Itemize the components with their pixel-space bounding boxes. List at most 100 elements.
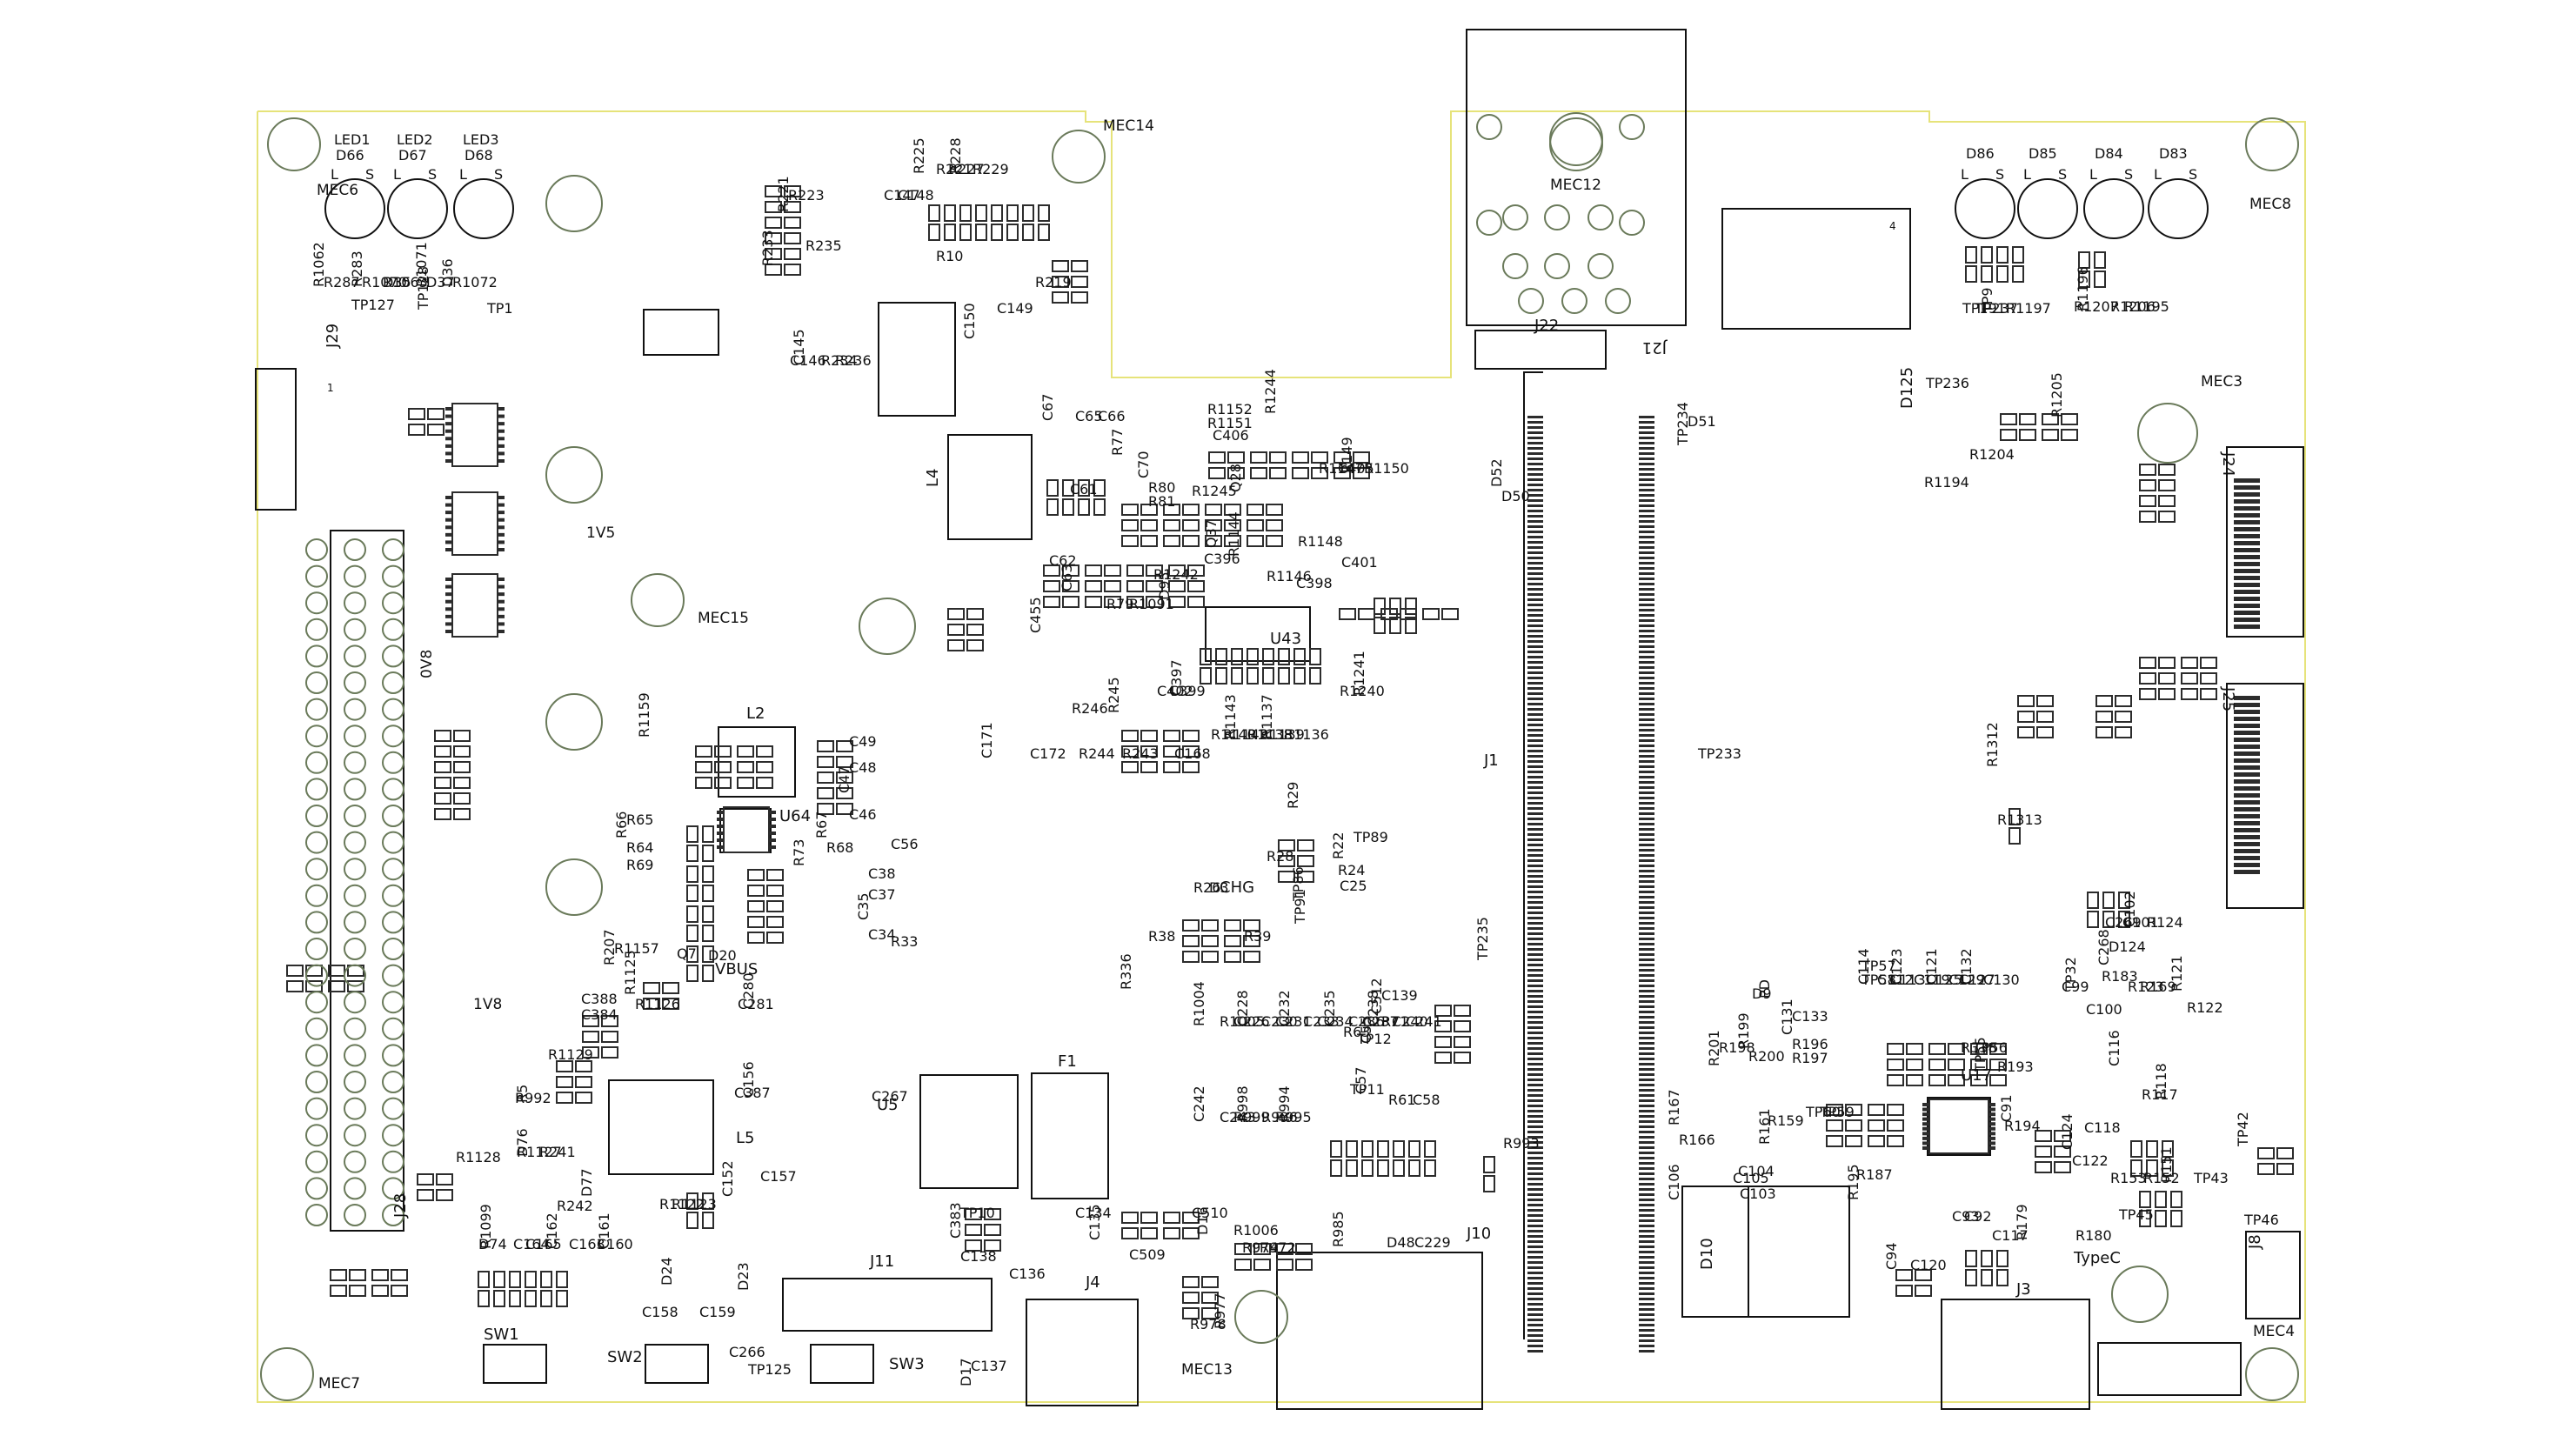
smd-pad <box>1269 451 1287 464</box>
smd-footprint <box>991 204 1003 241</box>
smd-pad <box>737 761 754 773</box>
sodimm-pin <box>1527 619 1543 622</box>
smd-pad <box>1405 598 1417 615</box>
smd-pad <box>417 1189 434 1201</box>
sodimm-pin <box>1527 1230 1543 1232</box>
component-designator: C235 <box>1321 990 1338 1026</box>
sodimm-pin <box>1527 463 1543 465</box>
smd-footprint <box>540 1271 552 1307</box>
sodimm-pin <box>1527 1345 1543 1347</box>
component-designator: R243 <box>1122 745 1159 762</box>
sodimm-pin <box>1527 583 1543 585</box>
sodimm-pin <box>1527 1094 1543 1097</box>
component-designator: R1142 <box>1223 726 1268 743</box>
sodimm-pin <box>1527 880 1543 883</box>
component-designator: R1072 <box>452 274 498 291</box>
smd-pad <box>1826 1135 1843 1147</box>
smd-pad <box>330 1269 347 1281</box>
sodimm-pin <box>1639 969 1654 972</box>
component-designator: C242 <box>1191 1085 1207 1122</box>
sodimm-pin <box>1639 583 1654 585</box>
sodimm-pin <box>1639 818 1654 820</box>
component-designator: C147 <box>884 187 920 204</box>
component-designator: TP42 <box>2235 1112 2251 1147</box>
sodimm-pin <box>1639 1047 1654 1050</box>
sodimm-pin <box>1639 484 1654 486</box>
part-label: U17 <box>1961 1066 1992 1085</box>
component-designator: C148 <box>898 187 934 204</box>
led-pin-label: L <box>393 166 401 183</box>
sodimm-pin <box>1639 1183 1654 1186</box>
smd-pad <box>509 1290 521 1307</box>
part-label: J28 <box>391 1193 410 1219</box>
smd-footprint <box>2257 1147 2294 1159</box>
smd-pad <box>1247 535 1264 547</box>
smd-pad <box>2078 251 2090 269</box>
component-designator: C150 <box>961 303 978 339</box>
smd-footprint <box>1126 564 1163 577</box>
connector-pin <box>2234 786 2260 791</box>
smd-pad <box>556 1076 573 1088</box>
component-designator: C387 <box>734 1085 771 1101</box>
smd-pad <box>702 885 714 902</box>
sodimm-pin <box>1639 494 1654 497</box>
sodimm-pin <box>1639 865 1654 867</box>
smd-footprint <box>434 745 471 758</box>
component-designator: C132 <box>1958 948 1975 985</box>
smd-pad <box>702 845 714 862</box>
smd-pad <box>575 1092 592 1104</box>
smd-pad <box>1266 519 1283 531</box>
sodimm-pin <box>1527 468 1543 471</box>
led-pin-label: S <box>494 166 503 183</box>
ic-pin <box>769 811 776 814</box>
smd-pad <box>408 424 425 436</box>
sodimm-pin <box>1639 682 1654 685</box>
smd-pad <box>784 217 801 229</box>
sodimm-pin <box>1639 755 1654 758</box>
smd-pad <box>1293 648 1306 665</box>
smd-pad <box>2276 1163 2294 1175</box>
part-label: CHG <box>1220 878 1254 897</box>
sodimm-pin <box>1527 838 1543 841</box>
component-designator: R283 <box>349 250 365 287</box>
connector-pin <box>2234 513 2260 518</box>
sodimm-pin <box>1639 1287 1654 1290</box>
sodimm-pin <box>1639 995 1654 998</box>
component-designator: D52 <box>1488 458 1505 487</box>
smd-pad <box>1422 608 1440 620</box>
smd-footprint <box>1163 730 1200 742</box>
smd-footprint <box>1276 1243 1313 1255</box>
component-designator: C120 <box>1910 1257 1947 1273</box>
ic-pin <box>445 614 452 618</box>
smd-footprint <box>1224 951 1260 963</box>
ic-pin <box>445 548 452 551</box>
sodimm-pin <box>1639 640 1654 643</box>
sodimm-pin <box>1639 499 1654 502</box>
sodimm-pin <box>1639 1005 1654 1008</box>
smd-pad <box>2061 413 2078 425</box>
component-designator: C123 <box>1888 948 1905 985</box>
smd-pad <box>2170 1210 2182 1227</box>
smd-pad <box>766 869 784 881</box>
ic-pin <box>498 599 505 604</box>
mounting-hole <box>2245 1347 2299 1401</box>
component-designator: C152 <box>719 1160 736 1197</box>
smd-pad <box>1201 935 1219 947</box>
smd-pad <box>737 777 754 789</box>
sodimm-pin <box>1639 927 1654 930</box>
header-pin <box>382 1204 404 1226</box>
smd-pad <box>1424 1159 1436 1177</box>
smd-footprint <box>947 608 984 620</box>
part-label: J29 <box>324 324 342 349</box>
smd-footprint <box>1046 479 1059 516</box>
smd-footprint <box>2042 413 2078 425</box>
sodimm-pin <box>1639 833 1654 836</box>
sodimm-pin <box>1639 1313 1654 1316</box>
smd-pad <box>2158 495 2176 507</box>
smd-pad <box>1309 648 1321 665</box>
ic-pin <box>445 532 452 537</box>
smd-footprint <box>965 1208 1001 1220</box>
part-label: D10 <box>1698 1238 1716 1270</box>
smd-pad <box>453 761 471 773</box>
sodimm-pin <box>1527 458 1543 460</box>
